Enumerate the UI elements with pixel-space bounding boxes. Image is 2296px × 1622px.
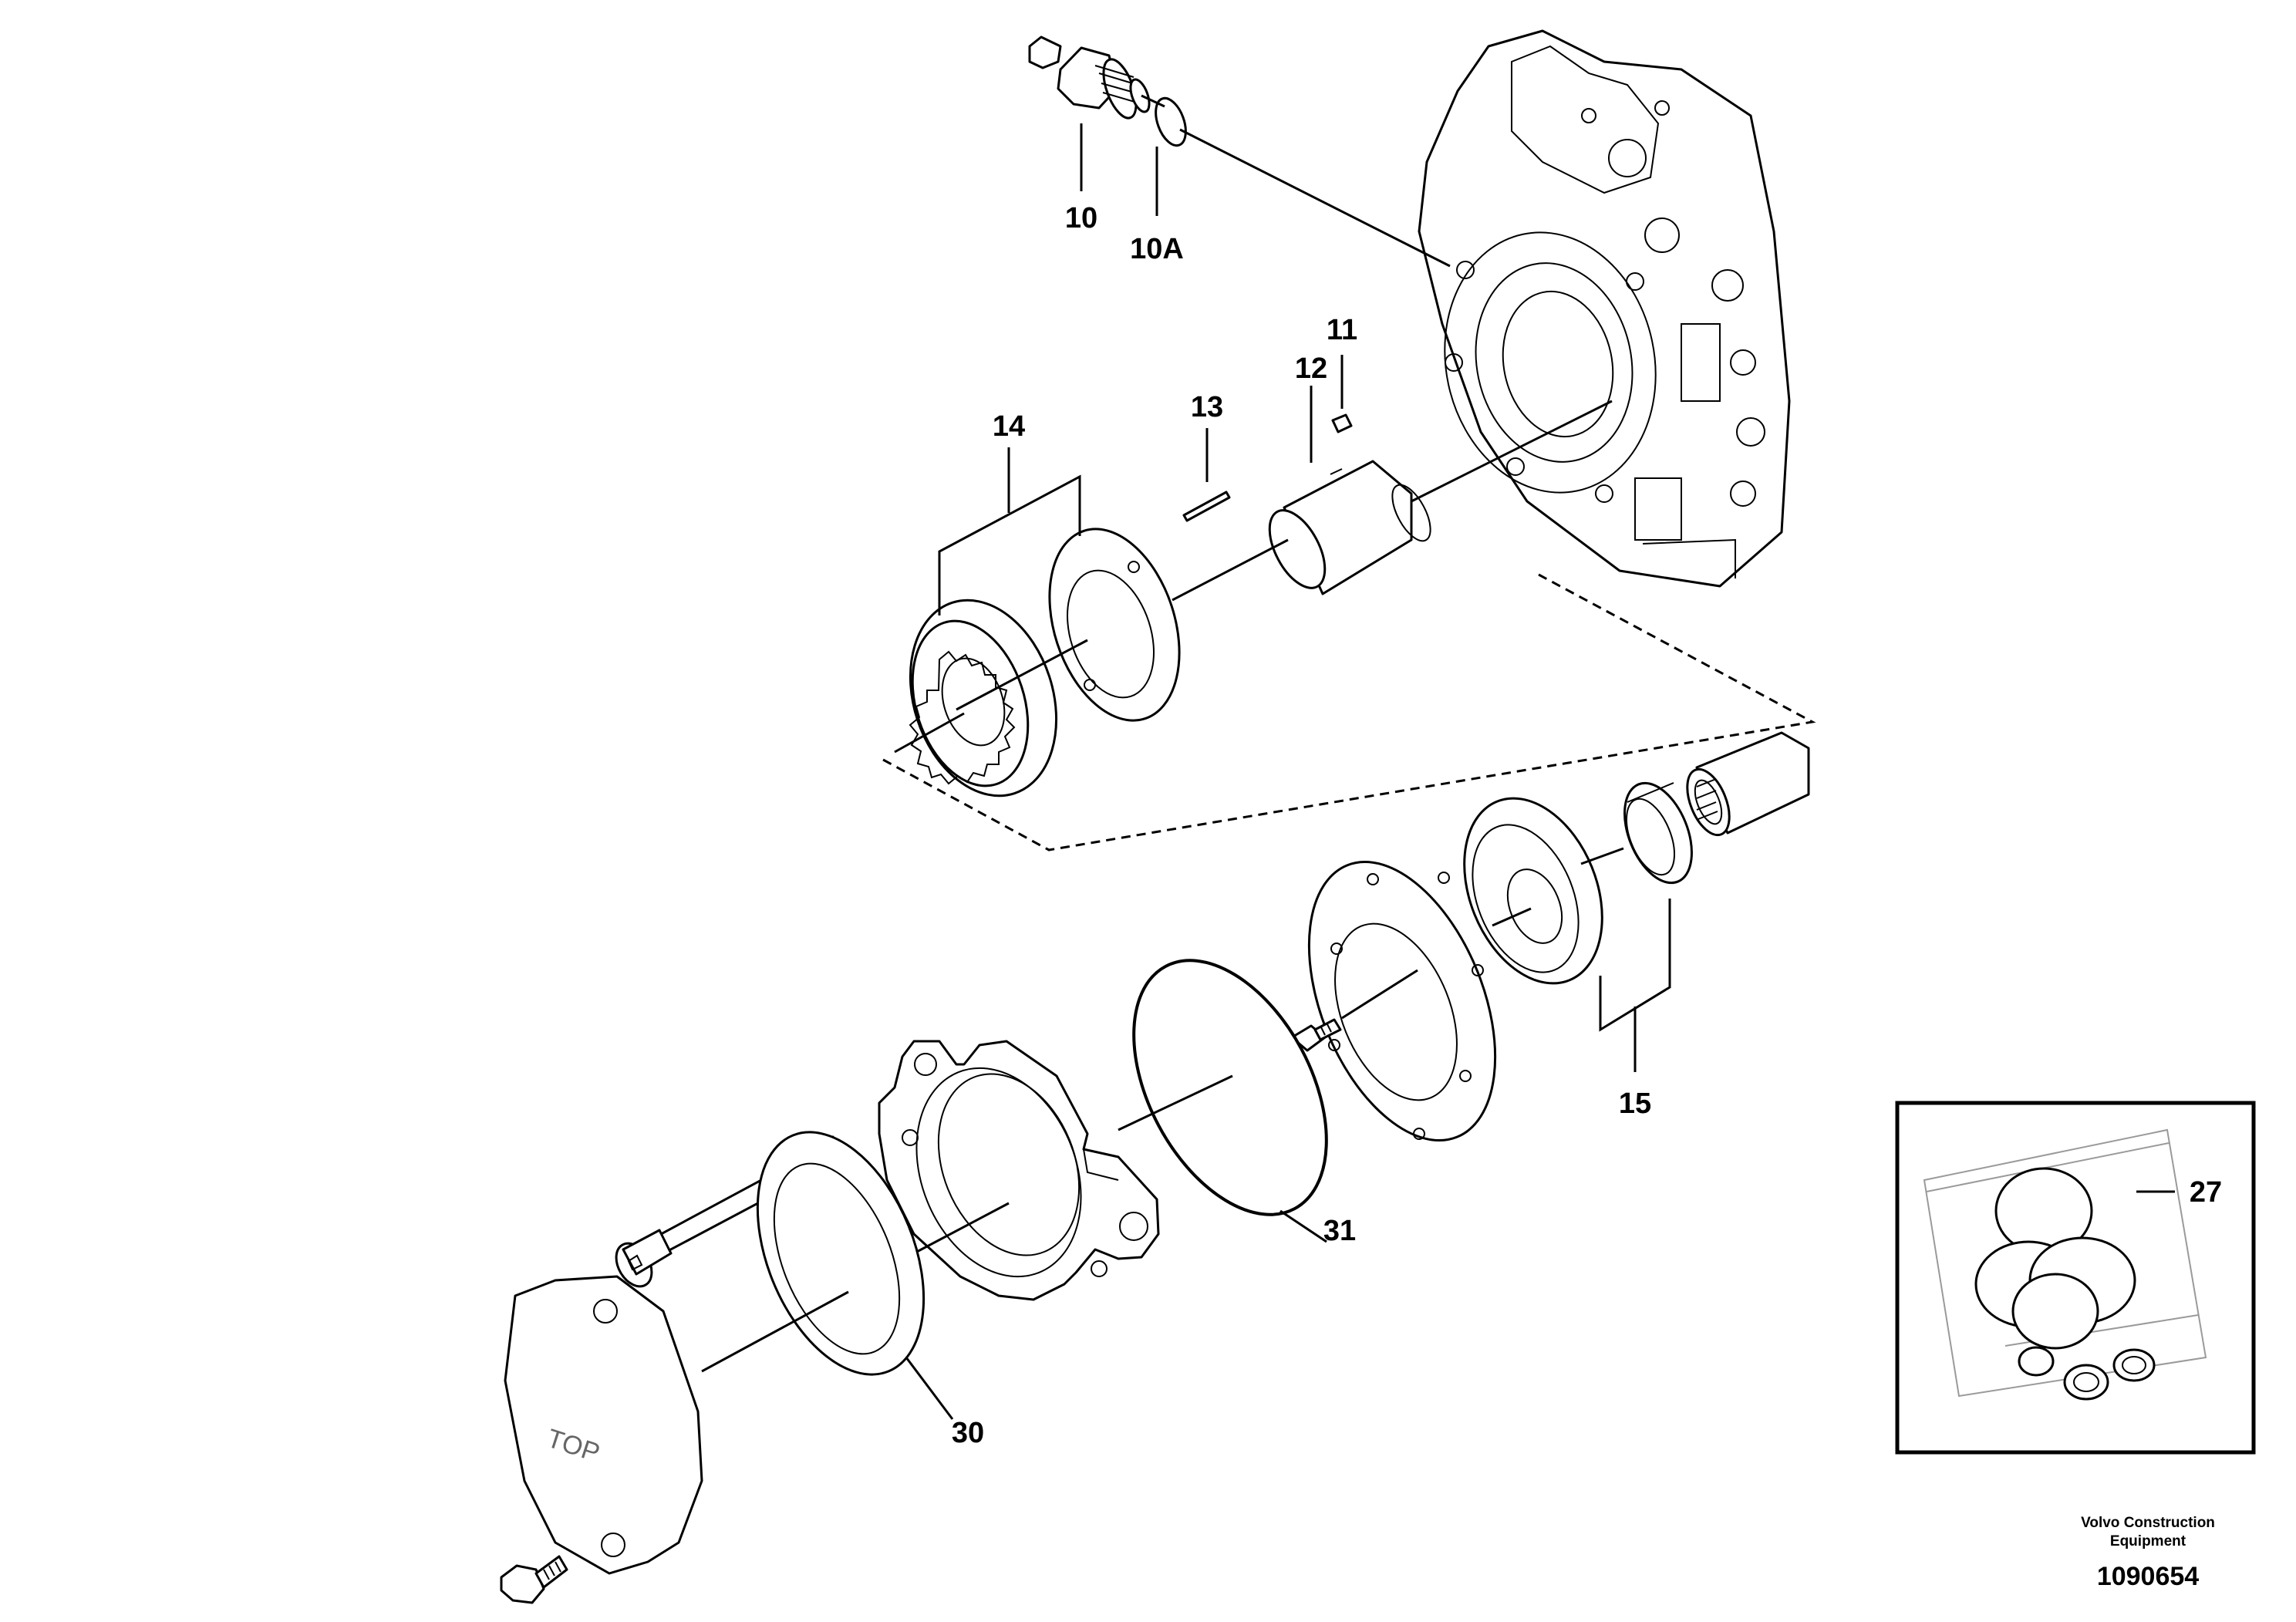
callout-10: 10 bbox=[1065, 202, 1097, 234]
o-ring-10a bbox=[1155, 96, 1187, 147]
bracket-14 bbox=[938, 474, 1081, 615]
seal-kit-box bbox=[1895, 1101, 2256, 1455]
callout-13: 13 bbox=[1191, 391, 1223, 423]
pin-13 bbox=[1182, 491, 1231, 522]
callout-27: 27 bbox=[2190, 1176, 2222, 1209]
o-ring-31 bbox=[1132, 959, 1328, 1216]
brand-line-1: Volvo Construction bbox=[2081, 1515, 2215, 1531]
leader-line bbox=[905, 1357, 954, 1420]
plug-fitting bbox=[1028, 35, 1151, 120]
group-outline bbox=[882, 573, 1816, 851]
end-cover: TOP bbox=[504, 1275, 703, 1575]
callout-10a: 10A bbox=[1130, 233, 1184, 265]
wear-plate bbox=[1048, 528, 1181, 722]
center-line bbox=[956, 639, 1088, 711]
callout-14: 14 bbox=[993, 410, 1025, 443]
center-line bbox=[1492, 907, 1532, 927]
center-line bbox=[1580, 847, 1624, 865]
leader-line bbox=[1279, 1209, 1327, 1243]
bushing-12 bbox=[1268, 460, 1431, 595]
bearing-race bbox=[1623, 781, 1693, 885]
callout-12: 12 bbox=[1295, 352, 1327, 385]
seal-cup bbox=[1463, 797, 1603, 985]
center-line bbox=[1341, 969, 1418, 1020]
center-line bbox=[1172, 538, 1289, 602]
center-line bbox=[1141, 94, 1165, 108]
pump-housing bbox=[1418, 29, 1791, 588]
center-line bbox=[1411, 400, 1613, 503]
callout-30: 30 bbox=[952, 1417, 984, 1449]
pump-cover bbox=[878, 1040, 1160, 1301]
hex-bolt bbox=[500, 1555, 568, 1604]
center-line bbox=[913, 1202, 1010, 1255]
brand-line-2: Equipment bbox=[2110, 1533, 2186, 1549]
callout-11: 11 bbox=[1327, 314, 1357, 346]
callout-15: 15 bbox=[1619, 1088, 1651, 1120]
drawing-number: 1090654 bbox=[2097, 1562, 2199, 1591]
needle-bearing bbox=[1686, 731, 1810, 837]
center-line bbox=[701, 1290, 849, 1373]
center-line bbox=[1179, 128, 1451, 268]
key-11 bbox=[1331, 413, 1353, 433]
center-line bbox=[1118, 1074, 1233, 1131]
center-line bbox=[894, 712, 965, 754]
seal-ring-30 bbox=[756, 1131, 925, 1376]
callout-31: 31 bbox=[1323, 1215, 1356, 1247]
